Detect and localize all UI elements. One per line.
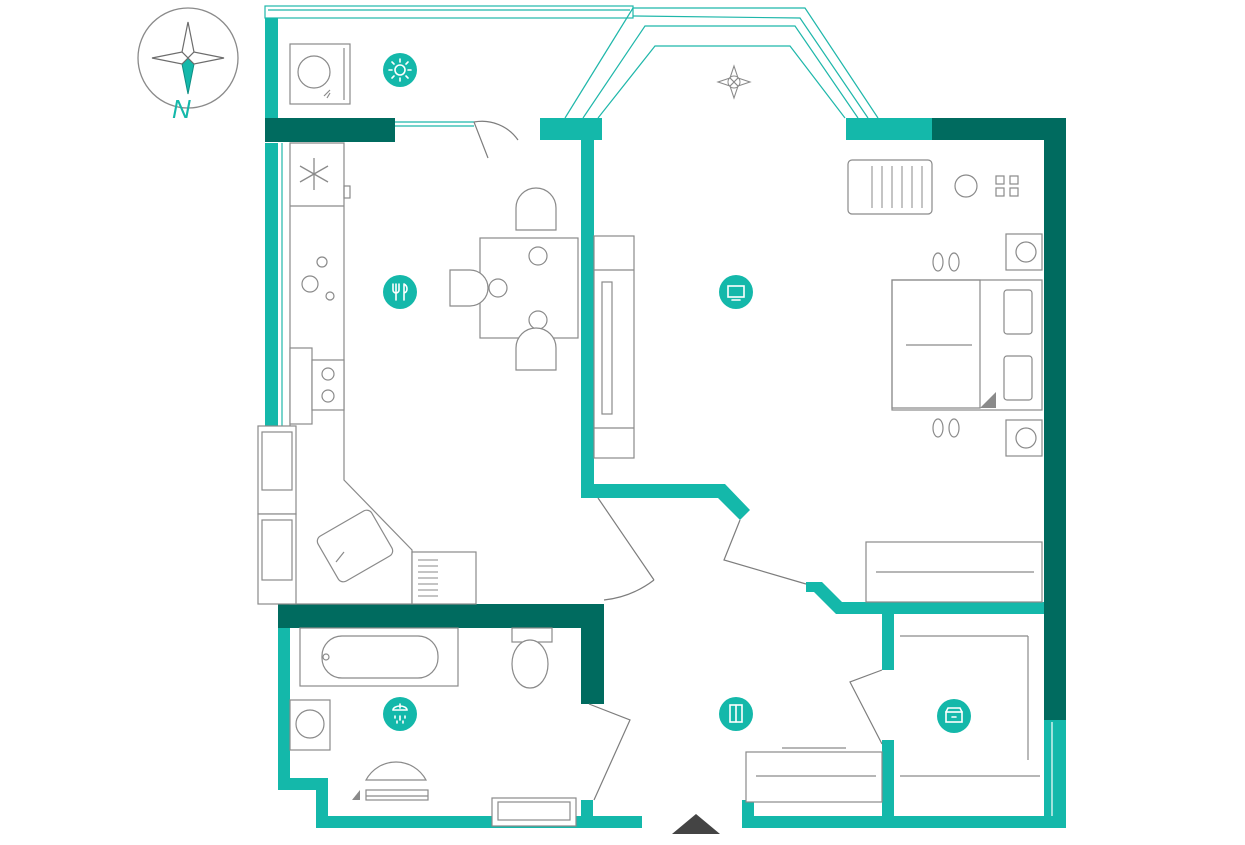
radiator <box>411 551 477 605</box>
washer-bathroom <box>289 699 331 751</box>
tv-cabinet <box>593 235 635 459</box>
snowflake-icon <box>299 158 329 190</box>
compass: N <box>137 7 239 124</box>
slippers-bottom <box>932 418 960 438</box>
pillow-bottom <box>1003 355 1033 401</box>
oven <box>289 347 313 425</box>
pillow-top <box>1003 289 1033 335</box>
compass-rose-icon <box>716 64 752 100</box>
washing-machine <box>289 43 351 105</box>
bathtub <box>299 627 459 687</box>
hallway-wardrobe <box>745 751 883 803</box>
treadmill <box>847 159 933 215</box>
compass-west-arm <box>151 51 189 65</box>
bathroom-shelf <box>491 797 577 827</box>
north-label: N <box>172 94 191 124</box>
wardrobe-icon <box>719 697 753 731</box>
loggia-furniture <box>289 43 351 105</box>
compass-east-arm <box>187 51 225 65</box>
washbasin <box>364 761 428 781</box>
chest-icon <box>937 699 971 733</box>
ball <box>954 174 978 198</box>
compass-south-arm <box>181 21 195 59</box>
cabinet-lower <box>257 513 297 605</box>
bone-icon <box>323 89 331 99</box>
hallway-furniture <box>672 635 1040 834</box>
doors <box>473 120 883 801</box>
toilet <box>511 639 549 689</box>
chair-top <box>515 187 557 231</box>
kitchen-furniture <box>257 142 579 605</box>
tv-icon <box>719 275 753 309</box>
shower-icon <box>383 697 417 731</box>
dumbbells <box>995 175 1019 197</box>
entrance-marker <box>672 814 720 834</box>
cabinet-upper <box>257 425 297 515</box>
compass-ring <box>137 7 239 109</box>
slippers-top <box>932 252 960 272</box>
chair-left <box>449 269 489 307</box>
sun-icon <box>383 53 417 87</box>
chair-bottom <box>515 327 557 371</box>
living-furniture <box>593 159 1043 603</box>
fork-knife-icon <box>383 275 417 309</box>
glazing-lines <box>264 5 879 127</box>
kitchen-sink <box>316 509 394 583</box>
compass-north-arm <box>181 57 195 95</box>
bathroom-furniture <box>289 627 577 827</box>
